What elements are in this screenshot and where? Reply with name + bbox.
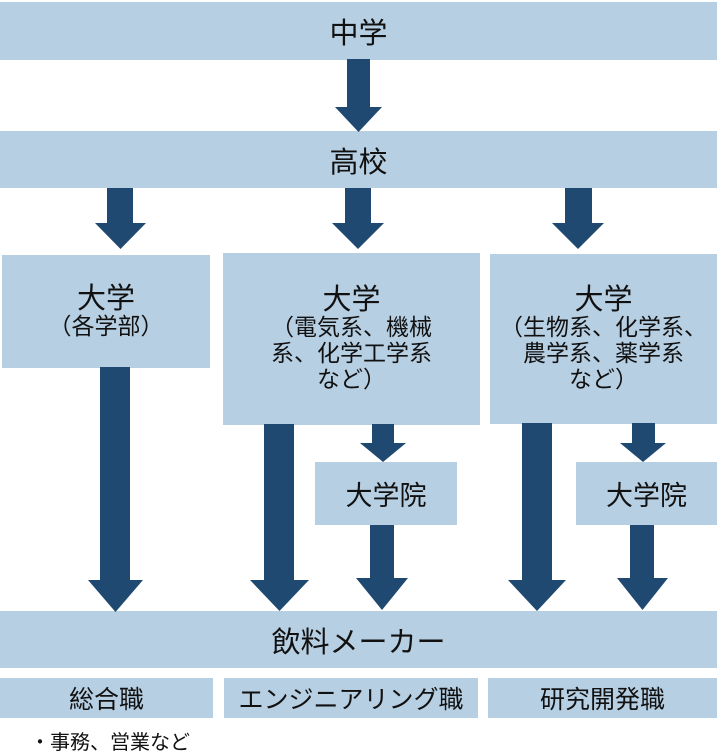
university-subtitle-line: （電気系、機械 [271,314,432,341]
high-school-label: 高校 [329,144,388,179]
university-subtitle-line: 農学系、薬学系 [523,341,684,368]
arrow-down-icon [356,525,408,610]
beverage-maker-label: 飲料メーカー [271,624,446,659]
arrow-down-icon [620,423,666,462]
beverage-maker-box: 飲料メーカー [0,611,717,668]
university-box-general: 大学 （各学部） [2,255,210,368]
arrow-down-icon [335,59,382,132]
arrow-down-icon [617,525,668,610]
graduate-school-box-engineering: 大学院 [315,462,457,525]
job-box-research: 研究開発職 [488,678,717,718]
university-subtitle-line: 系、化学工学系 [271,341,432,368]
job-label: 総合職 [68,685,144,714]
university-subtitle: （各学部） [48,313,164,340]
university-box-science: 大学 （生物系、化学系、 農学系、薬学系 など） [490,254,717,424]
arrow-down-icon [250,424,309,611]
high-school-box: 高校 [0,131,717,188]
graduate-school-label: 大学院 [606,481,687,512]
university-title: 大学 [322,282,381,317]
job-label: エンジニアリング職 [238,685,464,714]
graduate-school-label: 大学院 [345,481,427,512]
junior-high-label: 中学 [329,16,388,50]
general-job-note: ・事務、営業など [30,730,190,754]
arrow-down-icon [552,188,604,249]
arrow-down-icon [95,188,146,249]
arrow-down-icon [332,188,384,249]
arrow-down-icon [508,423,566,611]
university-box-engineering: 大学 （電気系、機械 系、化学工学系 など） [223,253,480,425]
university-subtitle-line: （生物系、化学系、 [500,314,707,341]
graduate-school-box-science: 大学院 [576,462,717,525]
junior-high-box: 中学 [0,2,717,60]
university-subtitle-line: など） [569,367,638,394]
university-title: 大学 [76,281,135,316]
arrow-down-icon [360,424,406,462]
job-box-engineering: エンジニアリング職 [224,678,478,718]
job-box-general: 総合職 [0,678,213,718]
job-label: 研究開発職 [539,685,665,714]
university-subtitle-line: など） [317,367,386,394]
university-title: 大学 [574,282,633,317]
arrow-down-icon [88,367,143,612]
